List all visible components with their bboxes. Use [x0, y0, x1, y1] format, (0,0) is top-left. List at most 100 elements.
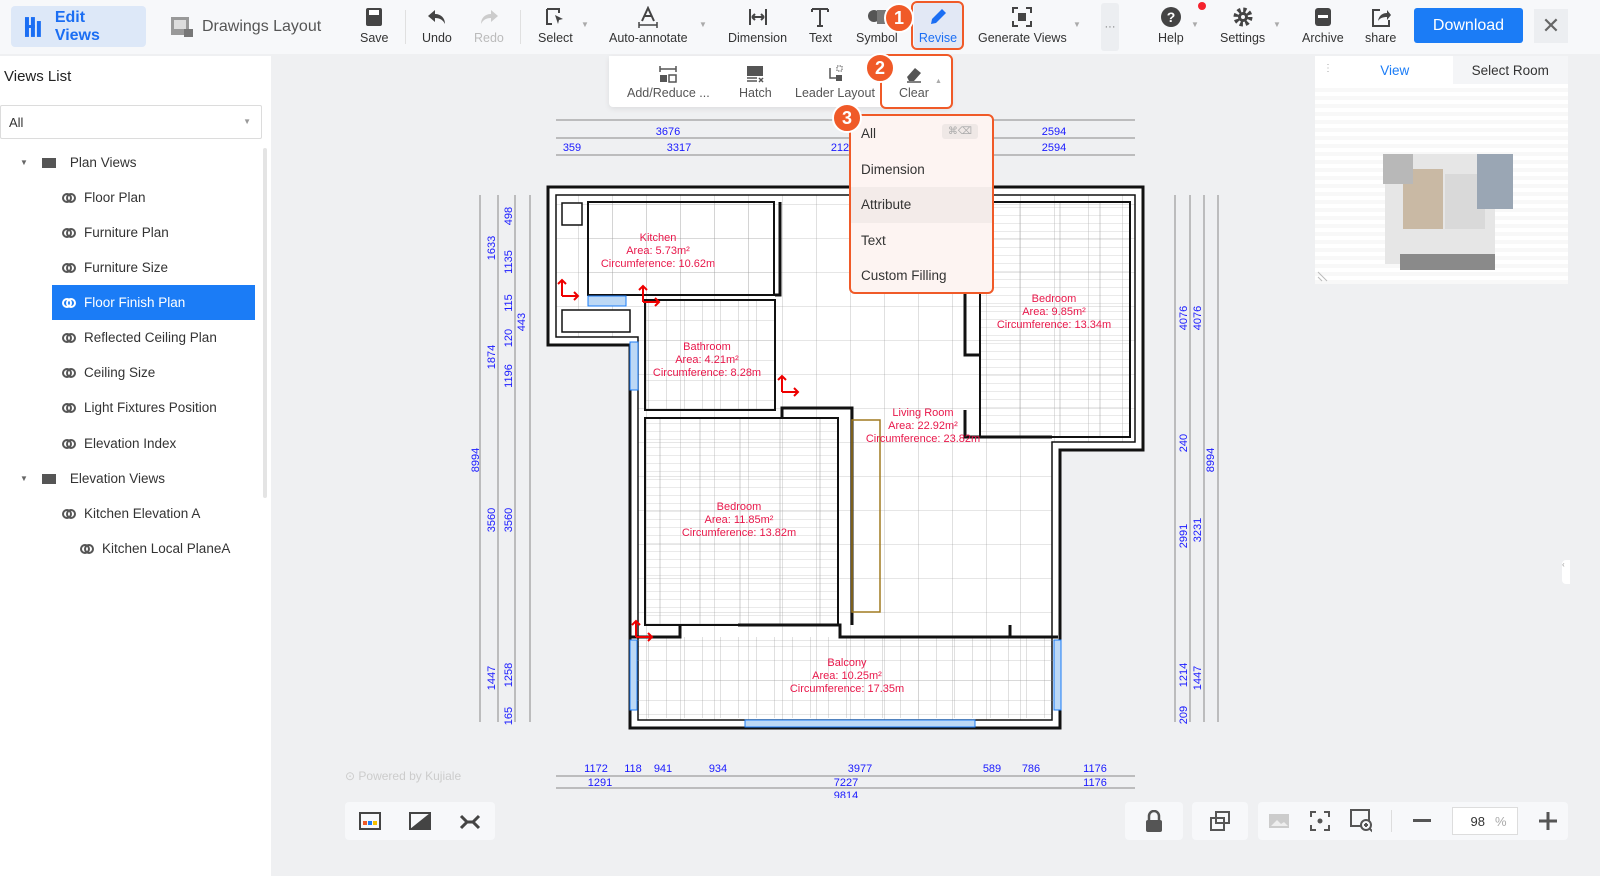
auto-annotate-button[interactable]: Auto-annotate	[609, 6, 688, 45]
dimension-label: Dimension	[728, 31, 788, 45]
tree-item[interactable]: Elevation Index	[52, 426, 255, 461]
text-button[interactable]: Text	[809, 6, 832, 45]
tab-edit-views[interactable]: Edit Views	[11, 6, 146, 47]
color-mode-icon[interactable]	[359, 810, 381, 832]
more-tools-button[interactable]: ···	[1101, 3, 1119, 51]
tree-item[interactable]: Floor Finish Plan	[52, 285, 255, 320]
sidebar-scrollbar[interactable]	[263, 148, 267, 498]
tree-folder[interactable]: ▼Elevation Views	[20, 461, 165, 496]
svg-text:?: ?	[1167, 9, 1176, 25]
tab-select-room[interactable]: Select Room	[1452, 56, 1568, 84]
tree-item[interactable]: Furniture Size	[52, 250, 255, 285]
right-panel-toggle[interactable]: ‹	[1562, 560, 1570, 584]
move-arrow-icon	[638, 284, 661, 307]
download-button[interactable]: Download	[1414, 8, 1523, 43]
view-filter-select[interactable]: All▼	[0, 105, 262, 139]
room-area: Area: 4.21m²	[675, 354, 739, 366]
leader-layout-button[interactable]: Leader Layout	[795, 64, 875, 100]
dimension-button[interactable]: Dimension	[728, 6, 787, 45]
link-icon	[62, 297, 76, 308]
tree-item[interactable]: Light Fixtures Position	[52, 390, 255, 425]
generate-views-label: Generate Views	[978, 31, 1067, 45]
folder-icon	[41, 157, 56, 168]
lock-button[interactable]	[1125, 802, 1183, 840]
tree-item[interactable]: Kitchen Elevation A	[52, 496, 255, 531]
chevron-down-icon: ▼	[243, 117, 251, 126]
generate-views-caret-icon[interactable]: ▼	[1073, 20, 1081, 29]
menu-item-attribute[interactable]: Attribute	[851, 187, 992, 223]
kitchen-fixture	[561, 202, 583, 226]
share-button[interactable]: share	[1365, 6, 1396, 45]
dimension-value: 1176	[1083, 777, 1107, 789]
fit-view-icon[interactable]	[1309, 810, 1331, 832]
tab-view[interactable]: View	[1337, 56, 1453, 84]
add-reduce-button[interactable]: Add/Reduce ...	[627, 64, 710, 100]
add-reduce-label: Add/Reduce ...	[627, 86, 710, 100]
room-area: Area: 11.85m²	[705, 514, 774, 526]
link-icon	[80, 543, 94, 554]
room-name: Living Room	[892, 407, 953, 419]
minimap-panel: ⋮ View Select Room	[1315, 56, 1568, 284]
auto-annotate-caret-icon[interactable]: ▼	[699, 20, 707, 29]
save-button[interactable]: Save	[360, 6, 389, 45]
select-button[interactable]: Select	[538, 6, 573, 45]
settings-button[interactable]: Settings	[1220, 6, 1265, 45]
copy-view-button[interactable]	[1192, 802, 1248, 840]
symbol-button[interactable]: Symbol	[856, 6, 898, 45]
menu-item-all[interactable]: All⌘⌫	[851, 116, 992, 152]
step-badge-1: 1	[884, 3, 914, 33]
room-circumference: Circumference: 17.35m	[790, 683, 904, 695]
zoom-area-icon[interactable]	[1349, 809, 1372, 833]
dimension-value: 3317	[667, 142, 691, 154]
generate-views-button[interactable]: Generate Views	[978, 6, 1067, 45]
room-name: Kitchen	[640, 232, 677, 244]
dimension-value: 2594	[1042, 142, 1066, 154]
tree-item[interactable]: Furniture Plan	[52, 215, 255, 250]
zoom-in-button[interactable]	[1537, 810, 1559, 832]
select-label: Select	[538, 31, 573, 45]
redo-button[interactable]: Redo	[474, 6, 504, 45]
dimension-value: 1874	[486, 345, 498, 369]
zoom-out-button[interactable]	[1411, 810, 1433, 832]
menu-item-text[interactable]: Text	[861, 232, 886, 248]
menu-item-dimension[interactable]: Dimension	[861, 161, 925, 177]
bedroom-floor	[644, 417, 839, 626]
dimension-value: 1135	[503, 250, 515, 274]
tree-item[interactable]: Reflected Ceiling Plan	[52, 320, 255, 355]
close-button[interactable]: ✕	[1534, 9, 1568, 43]
settings-caret-icon[interactable]: ▼	[1273, 20, 1281, 29]
expand-caret-icon[interactable]: ▼	[20, 474, 28, 483]
tree-item[interactable]: Kitchen Local PlaneA	[70, 531, 255, 566]
image-icon[interactable]	[1268, 810, 1290, 832]
expand-caret-icon[interactable]: ▼	[20, 158, 28, 167]
window	[744, 719, 976, 728]
structure-mode-icon[interactable]	[459, 810, 481, 832]
tab-drawings-layout[interactable]: Drawings Layout	[158, 6, 333, 47]
tab-label: Edit Views	[54, 8, 100, 44]
undo-button[interactable]: Undo	[422, 6, 452, 45]
tree-item[interactable]: Ceiling Size	[52, 355, 255, 390]
drag-handle-icon[interactable]: ⋮	[1323, 63, 1333, 74]
link-icon	[62, 192, 76, 203]
tree-label: Light Fixtures Position	[84, 400, 217, 415]
menu-item-custom-filling[interactable]: Custom Filling	[861, 268, 947, 284]
help-caret-icon[interactable]: ▼	[1191, 20, 1199, 29]
folder-icon	[41, 473, 56, 484]
fill-mode-icon[interactable]	[409, 810, 431, 832]
dimension-value: 8994	[1205, 448, 1217, 472]
clear-button[interactable]: Clear	[899, 64, 929, 100]
tree-item[interactable]: Floor Plan	[52, 180, 255, 215]
dimension-value: 2991	[1178, 524, 1190, 548]
3d-preview-image[interactable]	[1315, 84, 1568, 284]
pencil-icon	[931, 9, 946, 24]
dimension-value: 3560	[503, 508, 515, 532]
clear-caret-icon[interactable]: ▲	[935, 78, 942, 85]
hatch-button[interactable]: Hatch	[739, 64, 772, 100]
help-button[interactable]: ?Help	[1158, 6, 1184, 45]
tree-folder[interactable]: ▼Plan Views	[20, 145, 136, 180]
revise-button[interactable]: Revise	[914, 3, 962, 48]
zoom-level-input[interactable]: 98%	[1451, 807, 1518, 835]
archive-button[interactable]: Archive	[1302, 6, 1344, 45]
select-caret-icon[interactable]: ▼	[581, 20, 589, 29]
